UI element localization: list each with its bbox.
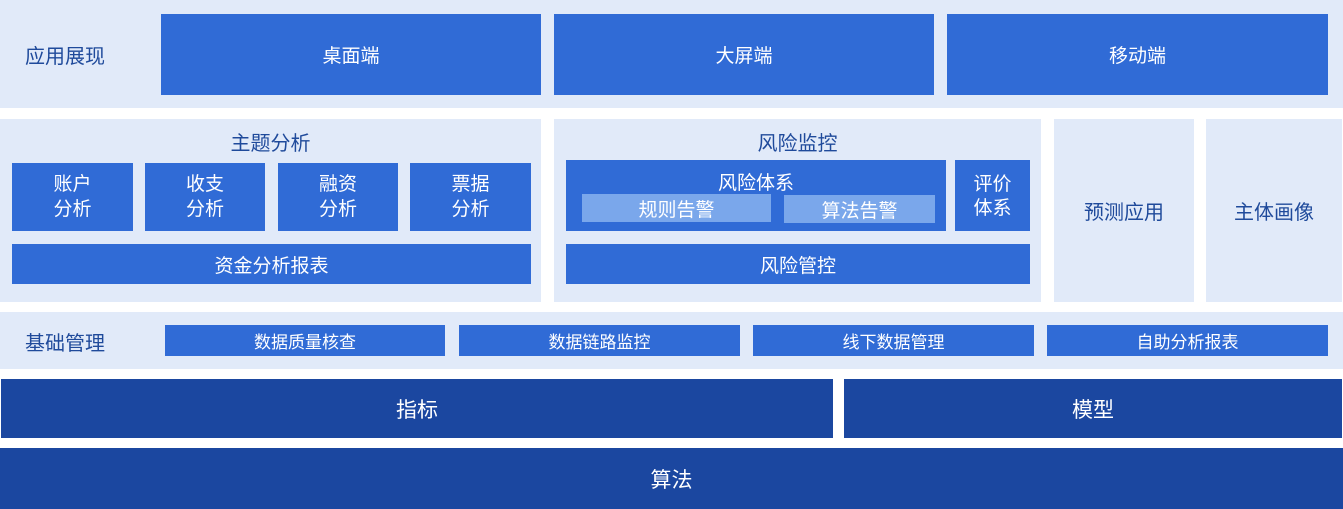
account-analysis: 账户 分析 [12, 163, 133, 231]
model-layer: 模型 [844, 379, 1342, 438]
data-quality-check: 数据质量核查 [165, 325, 445, 356]
indicator-layer: 指标 [1, 379, 833, 438]
forecast-app: 预测应用 [1054, 119, 1194, 302]
desktop-box: 桌面端 [161, 14, 541, 95]
algorithm-layer: 算法 [0, 448, 1343, 509]
mobile-box: 移动端 [947, 14, 1328, 95]
risk-title: 风险监控 [757, 130, 838, 155]
theme-title: 主题分析 [230, 130, 311, 155]
risk-control: 风险管控 [566, 244, 1030, 284]
self-service-report: 自助分析报表 [1047, 325, 1328, 356]
data-link-monitor: 数据链路监控 [459, 325, 740, 356]
bill-analysis: 票据 分析 [410, 163, 531, 231]
evaluation-system: 评价 体系 [955, 160, 1030, 231]
bigscreen-box: 大屏端 [554, 14, 934, 95]
entity-profile: 主体画像 [1206, 119, 1342, 302]
offline-data-mgmt: 线下数据管理 [753, 325, 1034, 356]
fund-report: 资金分析报表 [12, 244, 531, 284]
rule-alert: 规则告警 [582, 194, 771, 222]
base-layer-label: 基础管理 [25, 330, 105, 355]
financing-analysis: 融资 分析 [278, 163, 398, 231]
algo-alert: 算法告警 [784, 195, 935, 223]
app-layer-label: 应用展现 [25, 43, 105, 68]
income-analysis: 收支 分析 [145, 163, 265, 231]
risk-system-label: 风险体系 [717, 172, 794, 194]
